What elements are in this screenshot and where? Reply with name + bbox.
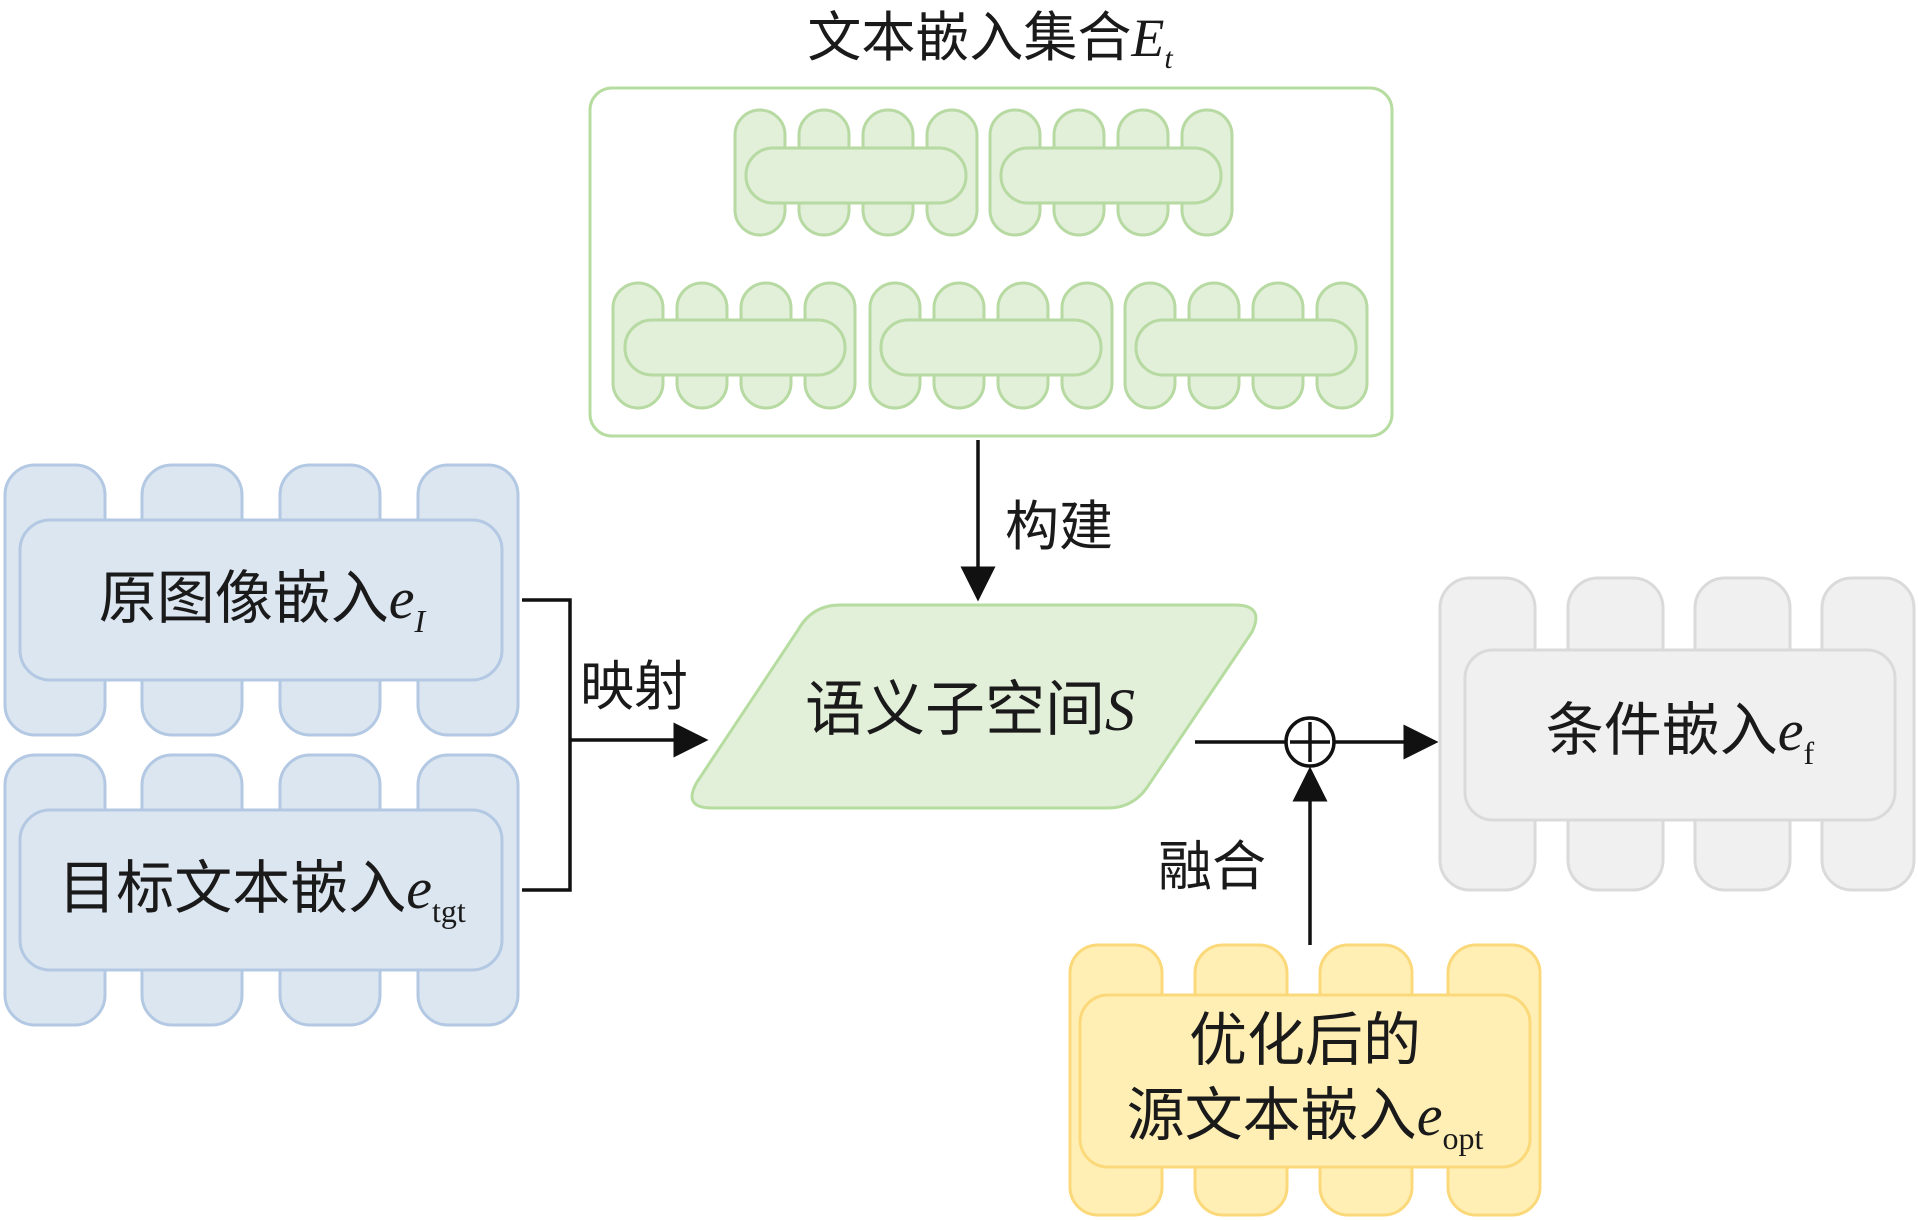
add-symbol (1284, 716, 1336, 768)
semantic-subspace: 语义子空间S (690, 603, 1258, 810)
source-image-label: 原图像嵌入eI (99, 564, 427, 639)
optimized-label-line2: 源文本嵌入eopt (1127, 1081, 1484, 1156)
construct-label: 构建 (1005, 495, 1113, 558)
source-image-embedding: 原图像嵌入eI (3, 463, 520, 737)
semantic-subspace-label: 语义子空间S (805, 675, 1135, 745)
embedding-group-4 (868, 281, 1114, 410)
target-text-label: 目标文本嵌入etgt (58, 854, 466, 929)
fusion-label: 融合 (1158, 835, 1266, 898)
mapping-connector (522, 598, 572, 892)
title: 文本嵌入集合Et (807, 6, 1173, 75)
embedding-group-5 (1123, 281, 1369, 410)
text-embedding-set (588, 86, 1394, 438)
embedding-group-1 (733, 108, 979, 237)
optimized-source-embedding: 优化后的 源文本嵌入eopt (1068, 943, 1542, 1217)
optimized-label-line1: 优化后的 (1189, 1006, 1421, 1074)
condition-label: 条件嵌入ef (1546, 696, 1815, 771)
target-text-embedding: 目标文本嵌入etgt (3, 753, 520, 1027)
embedding-group-3 (611, 281, 857, 410)
condition-embedding: 条件嵌入ef (1438, 576, 1916, 892)
mapping-label: 映射 (580, 655, 688, 718)
embedding-group-2 (988, 108, 1234, 237)
